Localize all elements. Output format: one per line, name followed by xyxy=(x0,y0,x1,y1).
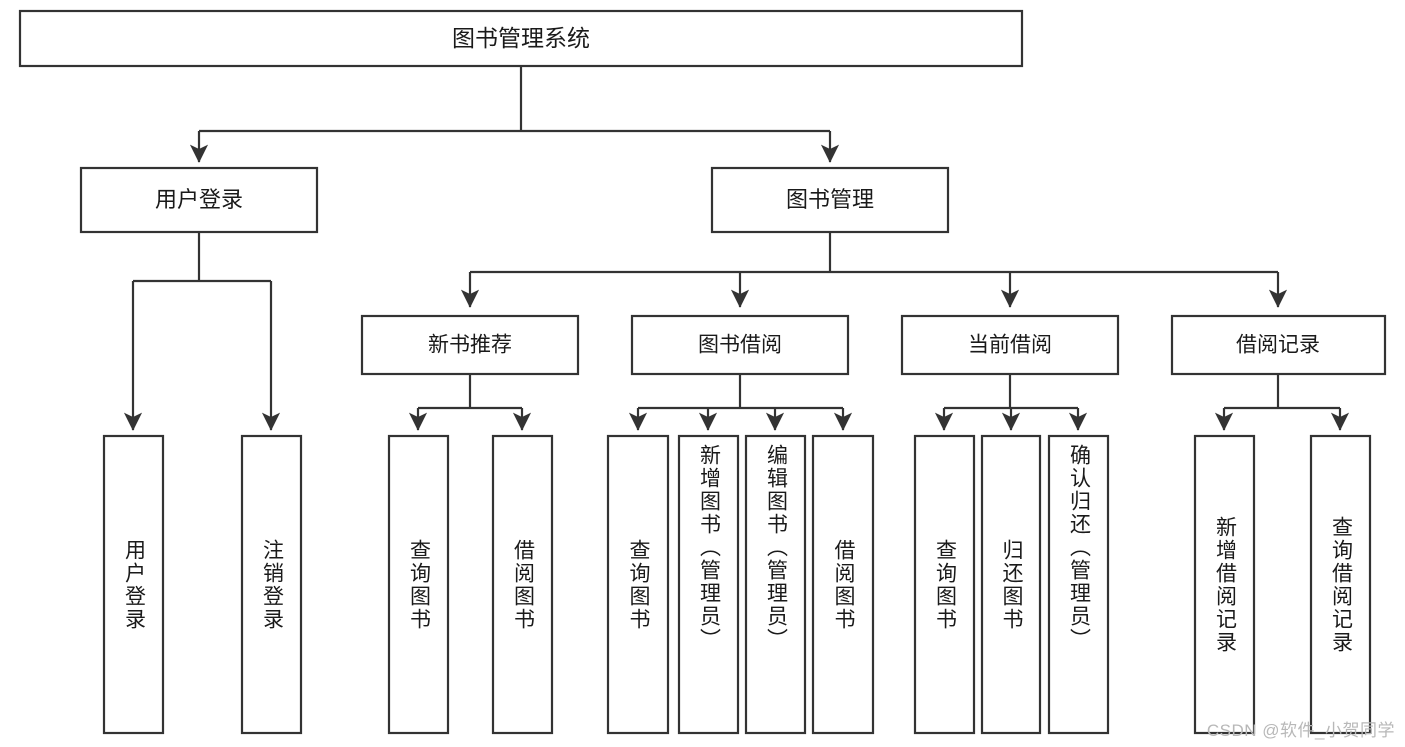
node-book-management[interactable]: 图书管理 xyxy=(710,166,950,234)
node-book-borrow-label: 图书借阅 xyxy=(698,334,782,357)
edge-userlogin-to-leaves xyxy=(123,232,281,431)
node-root[interactable]: 图书管理系统 xyxy=(18,9,1024,68)
leaf-node-query-book-1[interactable] xyxy=(387,434,450,735)
leaf-node-query-borrow-record[interactable] xyxy=(1309,434,1372,735)
leaf-node-add-borrow-record[interactable] xyxy=(1193,434,1256,735)
leaf-node-add-book[interactable] xyxy=(677,434,740,735)
leaf-node-query-book-3[interactable] xyxy=(913,434,976,735)
edge-bookmanagement-to-level2 xyxy=(460,232,1288,308)
csdn-watermark: CSDN @软件_小贺同学 xyxy=(1206,721,1395,740)
leaf-node-user-logout[interactable] xyxy=(240,434,303,735)
node-root-label: 图书管理系统 xyxy=(452,25,590,51)
edge-bookborrow-to-leaves xyxy=(628,374,853,431)
node-borrow-record[interactable]: 借阅记录 xyxy=(1170,314,1387,376)
edge-newbook-to-leaves xyxy=(408,374,532,431)
leaf-node-borrow-book-1[interactable] xyxy=(491,434,554,735)
edge-borrowrecord-to-leaves xyxy=(1214,374,1350,431)
leaf-node-user-login[interactable] xyxy=(102,434,165,735)
node-new-book-recommend[interactable]: 新书推荐 xyxy=(360,314,580,376)
node-borrow-record-label: 借阅记录 xyxy=(1236,334,1320,357)
edge-currentborrow-to-leaves xyxy=(934,374,1088,431)
leaf-node-edit-book[interactable] xyxy=(744,434,807,735)
leaf-node-borrow-book-2[interactable] xyxy=(811,434,875,735)
leaf-node-query-book-2[interactable] xyxy=(606,434,670,735)
node-current-borrow[interactable]: 当前借阅 xyxy=(900,314,1120,376)
node-book-management-label: 图书管理 xyxy=(786,187,874,212)
node-user-login-label: 用户登录 xyxy=(155,187,243,212)
leaf-node-return-book[interactable] xyxy=(980,434,1042,735)
node-current-borrow-label: 当前借阅 xyxy=(968,334,1052,357)
edge-root-to-level1 xyxy=(189,66,840,163)
node-book-borrow[interactable]: 图书借阅 xyxy=(630,314,850,376)
node-new-book-recommend-label: 新书推荐 xyxy=(428,334,512,357)
node-user-login[interactable]: 用户登录 xyxy=(79,166,319,234)
leaf-node-confirm-return[interactable] xyxy=(1047,434,1110,735)
